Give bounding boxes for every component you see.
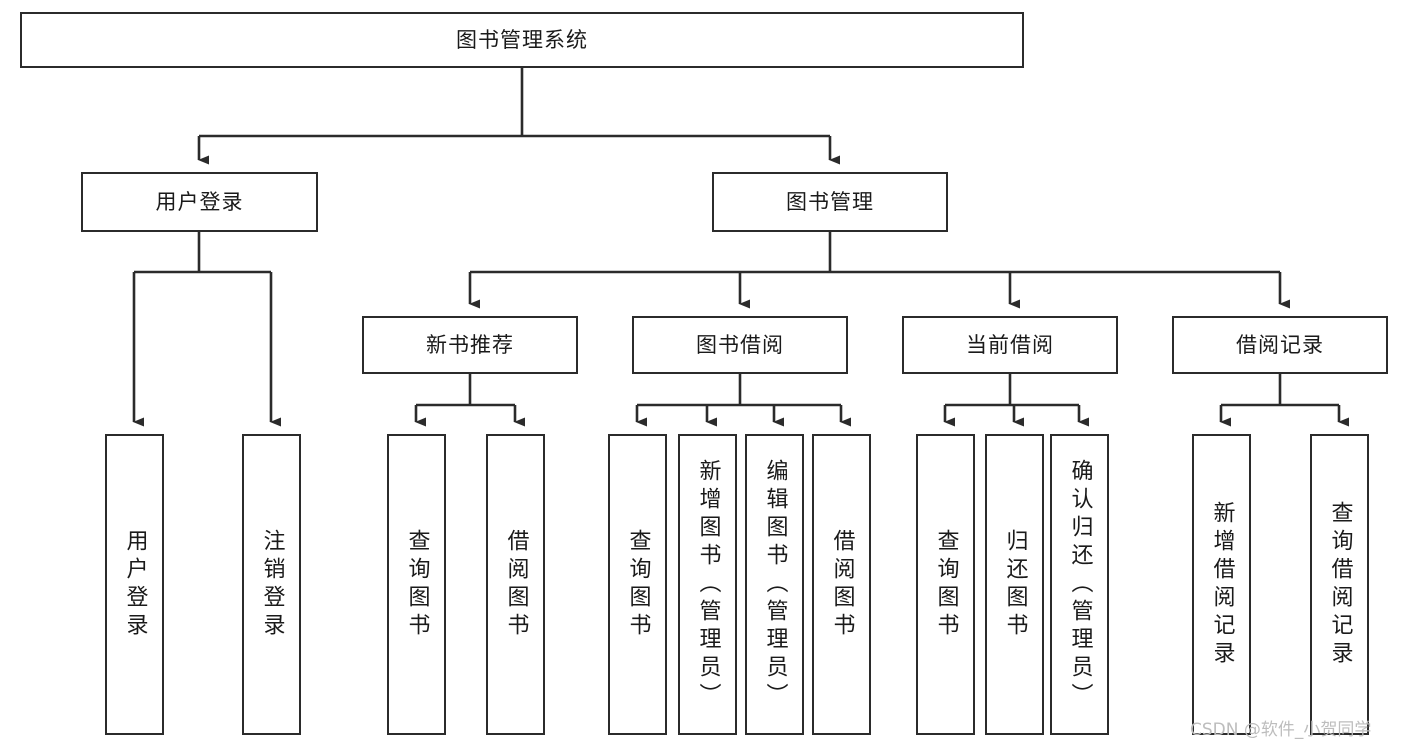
node-book-manage[interactable]: 图书管理	[712, 172, 948, 232]
node-book-manage-label: 图书管理	[786, 189, 874, 214]
node-leaf-query-book-3[interactable]: 查询图书	[916, 434, 975, 735]
node-leaf-query-book-1[interactable]: 查询图书	[387, 434, 446, 735]
node-leaf-borrow-book-1-label: 借阅图书	[503, 528, 529, 641]
node-borrow-record[interactable]: 借阅记录	[1172, 316, 1388, 374]
csdn-watermark: CSDN @软件_小贺同学	[1190, 720, 1372, 740]
node-leaf-borrow-book-2[interactable]: 借阅图书	[812, 434, 871, 735]
node-leaf-query-book-1-label: 查询图书	[404, 528, 430, 641]
node-leaf-user-logout-label: 注销登录	[259, 528, 285, 641]
node-user-login[interactable]: 用户登录	[81, 172, 318, 232]
node-new-book-recommend-label: 新书推荐	[426, 332, 514, 357]
node-current-borrow-label: 当前借阅	[966, 332, 1054, 357]
node-root-label: 图书管理系统	[456, 27, 588, 52]
node-borrow-record-label: 借阅记录	[1236, 332, 1324, 357]
node-root[interactable]: 图书管理系统	[20, 12, 1024, 68]
node-leaf-return-book-label: 归还图书	[1002, 528, 1028, 641]
node-leaf-edit-book-label: 编辑图书（管理员）	[762, 458, 788, 711]
node-leaf-query-book-3-label: 查询图书	[933, 528, 959, 641]
node-leaf-user-login-label: 用户登录	[122, 528, 148, 641]
node-leaf-confirm-return[interactable]: 确认归还（管理员）	[1050, 434, 1109, 735]
node-book-borrow[interactable]: 图书借阅	[632, 316, 848, 374]
node-leaf-add-book[interactable]: 新增图书（管理员）	[678, 434, 737, 735]
node-leaf-add-record[interactable]: 新增借阅记录	[1192, 434, 1251, 735]
node-current-borrow[interactable]: 当前借阅	[902, 316, 1118, 374]
node-leaf-query-record[interactable]: 查询借阅记录	[1310, 434, 1369, 735]
node-user-login-label: 用户登录	[155, 189, 244, 214]
node-leaf-add-record-label: 新增借阅记录	[1209, 500, 1235, 669]
node-leaf-edit-book[interactable]: 编辑图书（管理员）	[745, 434, 804, 735]
node-leaf-add-book-label: 新增图书（管理员）	[695, 458, 721, 711]
node-book-borrow-label: 图书借阅	[696, 332, 784, 357]
node-new-book-recommend[interactable]: 新书推荐	[362, 316, 578, 374]
node-leaf-borrow-book-1[interactable]: 借阅图书	[486, 434, 545, 735]
node-leaf-user-login[interactable]: 用户登录	[105, 434, 164, 735]
node-leaf-query-book-2-label: 查询图书	[625, 528, 651, 641]
node-leaf-query-record-label: 查询借阅记录	[1327, 500, 1353, 669]
node-leaf-query-book-2[interactable]: 查询图书	[608, 434, 667, 735]
node-leaf-confirm-return-label: 确认归还（管理员）	[1067, 458, 1093, 711]
node-leaf-user-logout[interactable]: 注销登录	[242, 434, 301, 735]
node-leaf-return-book[interactable]: 归还图书	[985, 434, 1044, 735]
node-leaf-borrow-book-2-label: 借阅图书	[829, 528, 855, 641]
